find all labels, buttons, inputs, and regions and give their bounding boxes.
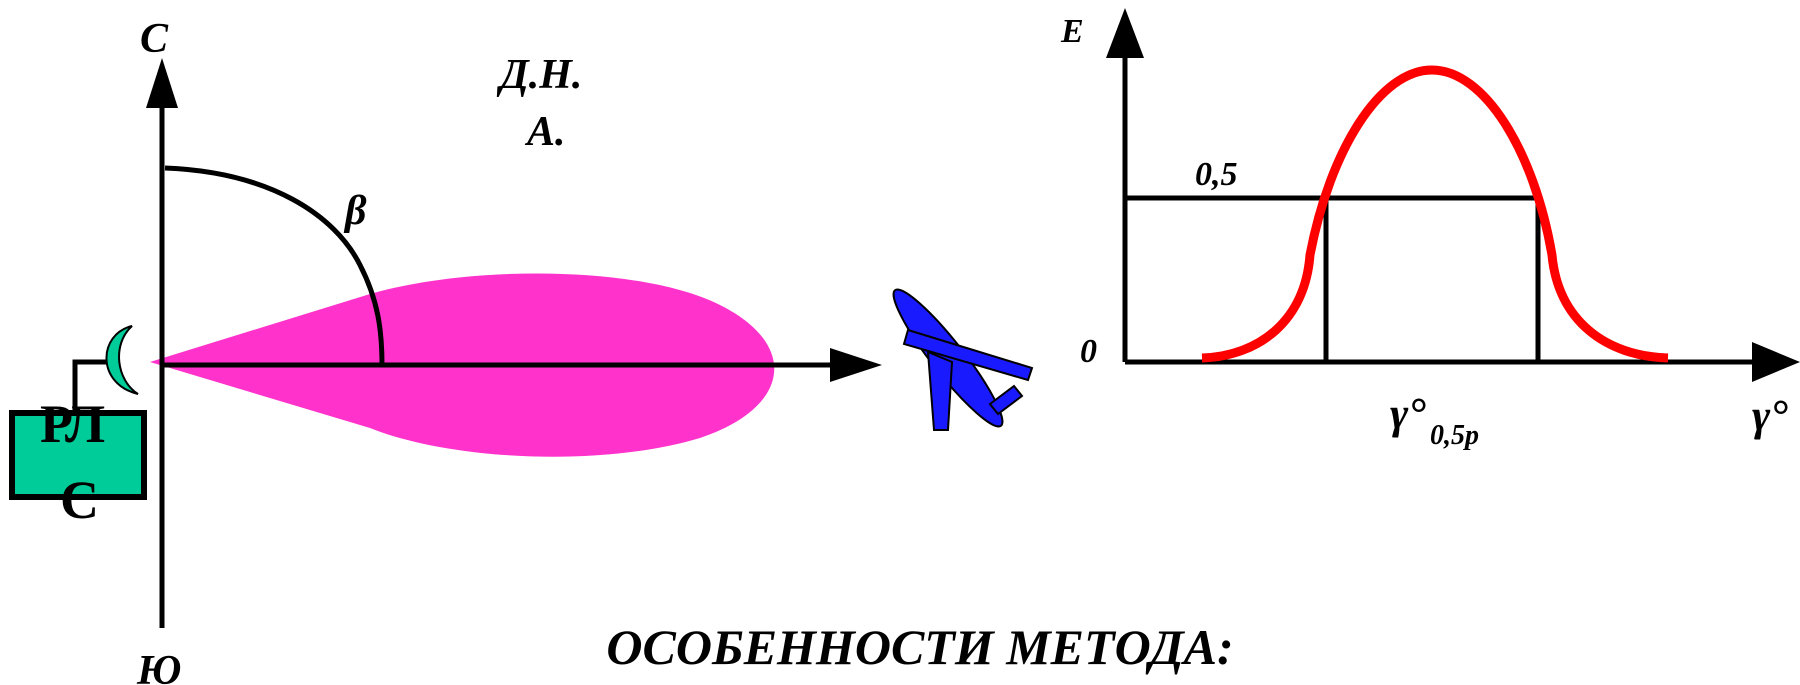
beamwidth-symbol: γ°: [1390, 389, 1426, 438]
pattern-label-line2: А.: [524, 109, 566, 155]
beamwidth-subscript: 0,5p: [1430, 420, 1479, 451]
radar-label-line1: РЛ: [40, 394, 105, 454]
origin-label: 0: [1080, 333, 1097, 370]
south-label: Ю: [136, 648, 181, 685]
north-label: С: [140, 16, 169, 62]
method-features-heading: ОСОБЕННОСТИ МЕТОДА:: [606, 619, 1234, 675]
aircraft-target-icon: [892, 288, 1034, 431]
radar-station-box: [9, 410, 147, 500]
radar-antenna-mast: [72, 359, 110, 413]
bearing-angle-arc: [164, 165, 385, 366]
e-axis-arrow-head: [1106, 8, 1144, 58]
radar-label-line2: С: [60, 470, 99, 530]
right-field-strength-graph: E 0,5 0 γ° 0,5p γ°: [1060, 8, 1800, 451]
e-axis-label: E: [1060, 13, 1084, 50]
pattern-curve: [1201, 65, 1669, 363]
gamma-axis-arrow-head: [1752, 342, 1800, 382]
north-arrow-head: [146, 58, 178, 108]
half-level-label: 0,5: [1195, 156, 1238, 193]
pattern-label-line1: Д.Н.: [496, 52, 582, 98]
target-arrow-head: [830, 348, 882, 382]
bearing-angle-label: β: [343, 188, 367, 234]
left-direction-finding-diagram: С Ю β Д.Н. А. РЛ С: [9, 16, 1034, 685]
radar-antenna-dish-icon: [105, 325, 139, 395]
gamma-axis-label: γ°: [1752, 391, 1788, 440]
